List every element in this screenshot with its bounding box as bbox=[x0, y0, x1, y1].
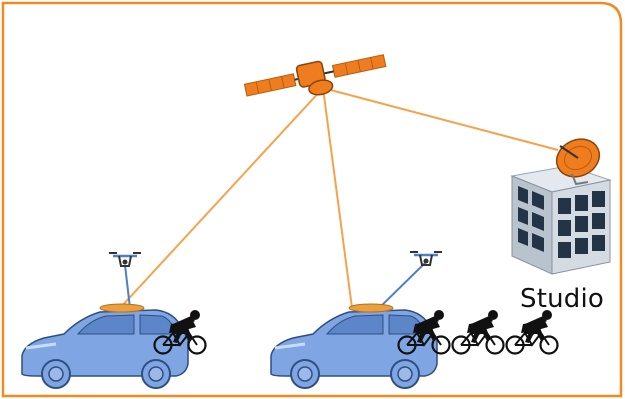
drone-icon bbox=[408, 250, 444, 267]
building-icon bbox=[510, 165, 612, 275]
studio-label: Studio bbox=[520, 284, 605, 314]
satellite-icon bbox=[243, 54, 387, 97]
cyclist-icon bbox=[451, 308, 505, 355]
cyclist-icon bbox=[505, 308, 559, 355]
drone-icon bbox=[107, 251, 143, 268]
drone-links bbox=[124, 261, 427, 313]
satellite-links bbox=[119, 87, 559, 309]
satellite-dish-icon bbox=[555, 138, 601, 186]
